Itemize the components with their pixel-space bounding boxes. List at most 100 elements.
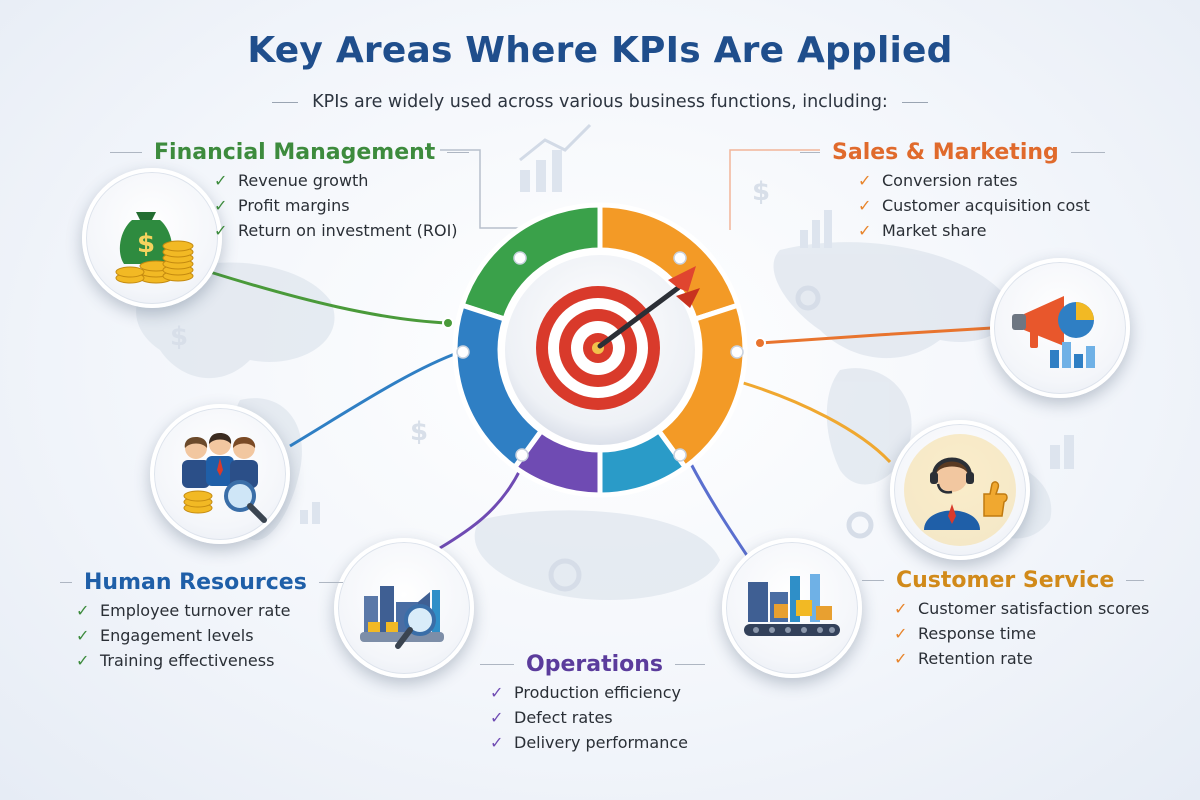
connector-sales (759, 326, 993, 345)
list-item: ✓ Employee turnover rate (76, 601, 343, 620)
divider (60, 582, 72, 583)
list-item-text: Profit margins (238, 196, 350, 215)
list-item: ✓ Market share (858, 221, 1105, 240)
check-icon: ✓ (76, 601, 90, 620)
section-customer-service: Customer Service ✓ Customer satisfaction … (862, 568, 1149, 674)
section-financial-header: Financial Management (110, 140, 470, 165)
list-item-text: Market share (882, 221, 987, 240)
section-sales: Sales & Marketing ✓Conversion rates ✓ Cus… (800, 140, 1105, 246)
list-item: ✓Defect rates (490, 708, 705, 727)
list-item-text: Return on investment (ROI) (238, 221, 458, 240)
check-icon: ✓ (490, 733, 504, 752)
operations-left-icon-circle (334, 538, 474, 678)
section-customer-service-header: Customer Service (862, 568, 1149, 593)
svg-text:$: $ (752, 177, 770, 207)
check-icon: ✓ (858, 196, 872, 215)
divider (1126, 580, 1145, 581)
list-item-text: Training effectiveness (100, 651, 275, 670)
money-bag-coins-icon: $ (115, 212, 194, 284)
list-item: ✓Return on investment (ROI) (214, 221, 469, 240)
divider (318, 582, 343, 583)
connector-customer-service (739, 380, 892, 464)
hub-ring (452, 202, 748, 498)
check-icon: ✓ (858, 221, 872, 240)
factory-magnifier-icon (360, 586, 444, 649)
background-gears-icon (548, 285, 874, 592)
list-item: ✓ Retention rate (894, 649, 1149, 668)
operations-right-icon-circle (722, 538, 862, 678)
connector-sales-rule (729, 149, 820, 230)
divider (800, 152, 820, 153)
divider (862, 580, 884, 581)
hub-node-dot (513, 251, 527, 265)
section-financial: Financial Management ✓ Revenue growth ✓ Pr… (110, 140, 470, 246)
check-icon: ✓ (490, 683, 504, 702)
connector-dot (754, 337, 766, 349)
subtitle-row: KPIs are widely used across various busi… (0, 92, 1200, 112)
hub-node-dot (673, 448, 687, 462)
list-item-text: Delivery performance (514, 733, 688, 752)
section-sales-list: ✓Conversion rates ✓ Customer acquisition … (858, 171, 1105, 240)
divider (675, 664, 705, 665)
list-item-text: Defect rates (514, 708, 613, 727)
list-item-text: Revenue growth (238, 171, 369, 190)
list-item-text: Engagement levels (100, 626, 254, 645)
section-financial-list: ✓ Revenue growth ✓ Profit margins ✓Return … (214, 171, 469, 240)
team-coins-magnifier-icon (182, 433, 267, 523)
section-financial-title: Financial Management (154, 140, 436, 165)
list-item: ✓ Customer satisfaction scores (894, 599, 1149, 618)
list-item: ✓ Engagement levels (76, 626, 343, 645)
section-hr-title: Human Resources (84, 570, 307, 595)
customer-service-icon-circle (890, 420, 1030, 560)
divider (272, 101, 299, 103)
connector-operations-left (439, 469, 522, 550)
section-hr: Human Resources ✓ Employee turnover rate … (60, 570, 343, 676)
divider (901, 101, 928, 103)
section-operations: Operations ✓Production efficiency ✓Defec… (480, 652, 705, 758)
target-bullseye-arrow-icon (536, 266, 700, 410)
background-charts-icon (300, 123, 1074, 524)
list-item: ✓Conversion rates (858, 171, 1105, 190)
section-hr-list: ✓ Employee turnover rate ✓ Engagement leve… (76, 601, 343, 670)
list-item-text: Employee turnover rate (100, 601, 291, 620)
section-operations-list: ✓Production efficiency ✓Defect rates ✓De… (490, 683, 705, 752)
page-title: Key Areas Where KPIs Are Applied (247, 30, 953, 71)
section-sales-header: Sales & Marketing (800, 140, 1105, 165)
check-icon: ✓ (858, 171, 872, 190)
financial-icon-circle: $ (82, 168, 222, 308)
list-item-text: Customer satisfaction scores (918, 599, 1150, 618)
connector-financial-rule (440, 149, 540, 229)
check-icon: ✓ (76, 651, 90, 670)
section-operations-header: Operations (480, 652, 705, 677)
check-icon: ✓ (214, 196, 228, 215)
sales-icon-circle (990, 258, 1130, 398)
hub-node-dot (515, 448, 529, 462)
list-item-text: Customer acquisition cost (882, 196, 1090, 215)
divider (480, 664, 514, 665)
list-item: ✓ Revenue growth (214, 171, 469, 190)
background-dollar-icons: $ $ $ (170, 177, 770, 447)
connector-dot (442, 317, 454, 329)
list-item: ✓ Delivery performance (490, 733, 705, 752)
list-item: ✓Response time (894, 624, 1149, 643)
megaphone-chart-icon (1012, 296, 1095, 368)
hub-node-dot (730, 345, 744, 359)
check-icon: ✓ (214, 171, 228, 190)
connector-operations-right (688, 461, 752, 561)
section-operations-title: Operations (526, 652, 663, 677)
list-item-text: Retention rate (918, 649, 1033, 668)
conveyor-boxes-icon (744, 574, 840, 636)
check-icon: ✓ (894, 599, 908, 618)
check-icon: ✓ (894, 649, 908, 668)
list-item: ✓ Training effectiveness (76, 651, 343, 670)
list-item: ✓ Customer acquisition cost (858, 196, 1105, 215)
section-hr-header: Human Resources (60, 570, 343, 595)
connector-financial (209, 270, 449, 325)
page-subtitle: KPIs are widely used across various busi… (312, 92, 888, 112)
check-icon: ✓ (76, 626, 90, 645)
list-item-text: Response time (918, 624, 1037, 643)
hr-icon-circle (150, 404, 290, 544)
